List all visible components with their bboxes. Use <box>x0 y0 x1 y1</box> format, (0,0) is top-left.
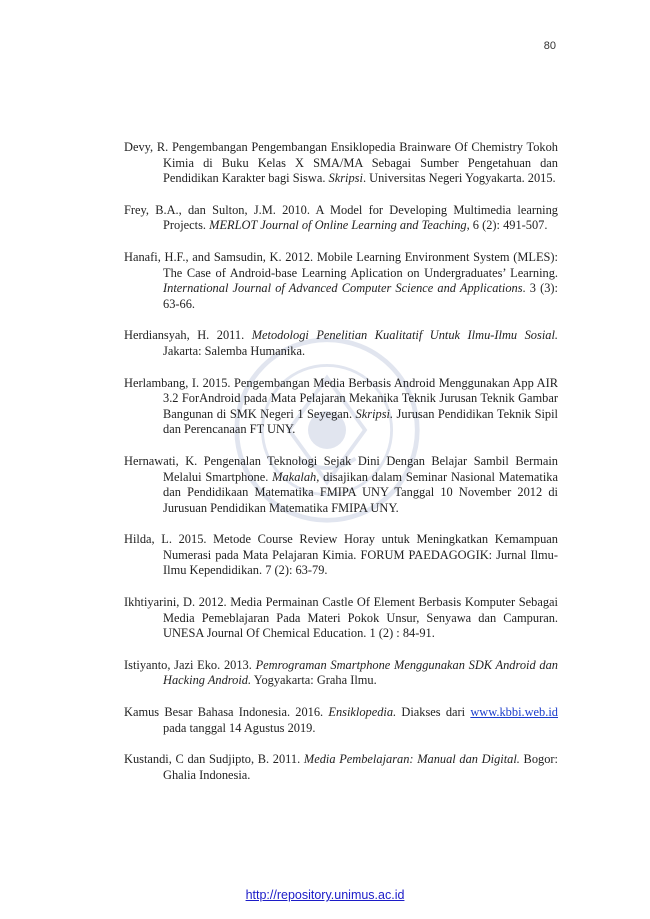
reference-entry: Hanafi, H.F., and Samsudin, K. 2012. Mob… <box>124 250 558 312</box>
reference-entry: Istiyanto, Jazi Eko. 2013. Pemrograman S… <box>124 658 558 689</box>
reference-text: Yogyakarta: Graha Ilmu. <box>251 673 377 688</box>
reference-text: Kustandi, C dan Sudjipto, B. 2011. <box>124 752 304 767</box>
reference-text: Istiyanto, Jazi Eko. 2013. <box>124 657 256 672</box>
reference-text: Jakarta: Salemba Humanika. <box>163 343 306 358</box>
reference-text: Hilda, L. 2015. Metode Course Review Hor… <box>124 532 558 578</box>
reference-text: Kamus Besar Bahasa Indonesia. 2016. <box>124 705 329 720</box>
footer: http://repository.unimus.ac.id <box>0 888 650 902</box>
reference-entry: Hernawati, K. Pengenalan Teknologi Sejak… <box>124 454 558 516</box>
reference-title-italic: Media Pembelajaran: Manual dan Digital. <box>303 752 520 767</box>
reference-text: pada tanggal 14 Agustus 2019. <box>163 720 316 735</box>
reference-title-italic: International Journal of Advanced Comput… <box>163 281 523 296</box>
repository-link[interactable]: http://repository.unimus.ac.id <box>245 888 405 902</box>
reference-text: Diakses dari <box>396 705 471 720</box>
reference-title-italic: Ensiklopedia. <box>328 705 397 720</box>
reference-text: . Universitas Negeri Yogyakarta. 2015. <box>362 171 556 186</box>
reference-link[interactable]: www.kbbi.web.id <box>470 705 558 720</box>
reference-text: disajikan dalam Seminar Nasional Matemat… <box>163 469 558 515</box>
reference-text: Herlambang, I. 2015. Pengembangan Media … <box>124 375 558 421</box>
reference-entry: Devy, R. Pengembangan Pengembangan Ensik… <box>124 140 558 187</box>
reference-text: Devy, R. Pengembangan Pengembangan Ensik… <box>124 140 558 186</box>
reference-title-italic: MERLOT Journal of Online Learning and Te… <box>209 218 470 233</box>
reference-text: 6 (2): 491-507. <box>469 218 548 233</box>
reference-entry: Herlambang, I. 2015. Pengembangan Media … <box>124 376 558 438</box>
reference-text: Ikhtiyarini, D. 2012. Media Permainan Ca… <box>124 595 558 641</box>
reference-text: Hernawati, K. Pengenalan Teknologi Sejak… <box>124 453 558 484</box>
reference-title-italic: Skripsi. <box>355 406 394 421</box>
reference-title-italic: Metodologi Penelitian Kualitatif Untuk I… <box>251 328 558 343</box>
reference-entry: Hilda, L. 2015. Metode Course Review Hor… <box>124 532 558 579</box>
reference-entry: Frey, B.A., dan Sulton, J.M. 2010. A Mod… <box>124 203 558 234</box>
reference-text: Jurusan Pendidikan Teknik Sipil dan Pere… <box>163 406 558 437</box>
reference-title-italic: Makalah, <box>272 469 320 484</box>
reference-title-italic: Skripsi <box>328 171 363 186</box>
reference-entry: Ikhtiyarini, D. 2012. Media Permainan Ca… <box>124 595 558 642</box>
reference-text: . 3 (3): 63-66. <box>163 281 558 311</box>
reference-text: Bogor: Ghalia Indonesia. <box>163 752 558 782</box>
reference-title-italic: Pemrograman Smartphone Menggunakan SDK A… <box>163 657 558 688</box>
page-number: 80 <box>543 40 556 52</box>
reference-text: Hanafi, H.F., and Samsudin, K. 2012. Mob… <box>124 249 558 280</box>
reference-list: Devy, R. Pengembangan Pengembangan Ensik… <box>124 140 558 799</box>
reference-entry: Herdiansyah, H. 2011. Metodologi Penelit… <box>124 328 558 359</box>
reference-text: Herdiansyah, H. 2011. <box>124 328 252 343</box>
reference-text: Frey, B.A., dan Sulton, J.M. 2010. A Mod… <box>124 202 558 233</box>
reference-entry: Kamus Besar Bahasa Indonesia. 2016. Ensi… <box>124 705 558 736</box>
reference-entry: Kustandi, C dan Sudjipto, B. 2011. Media… <box>124 752 558 783</box>
